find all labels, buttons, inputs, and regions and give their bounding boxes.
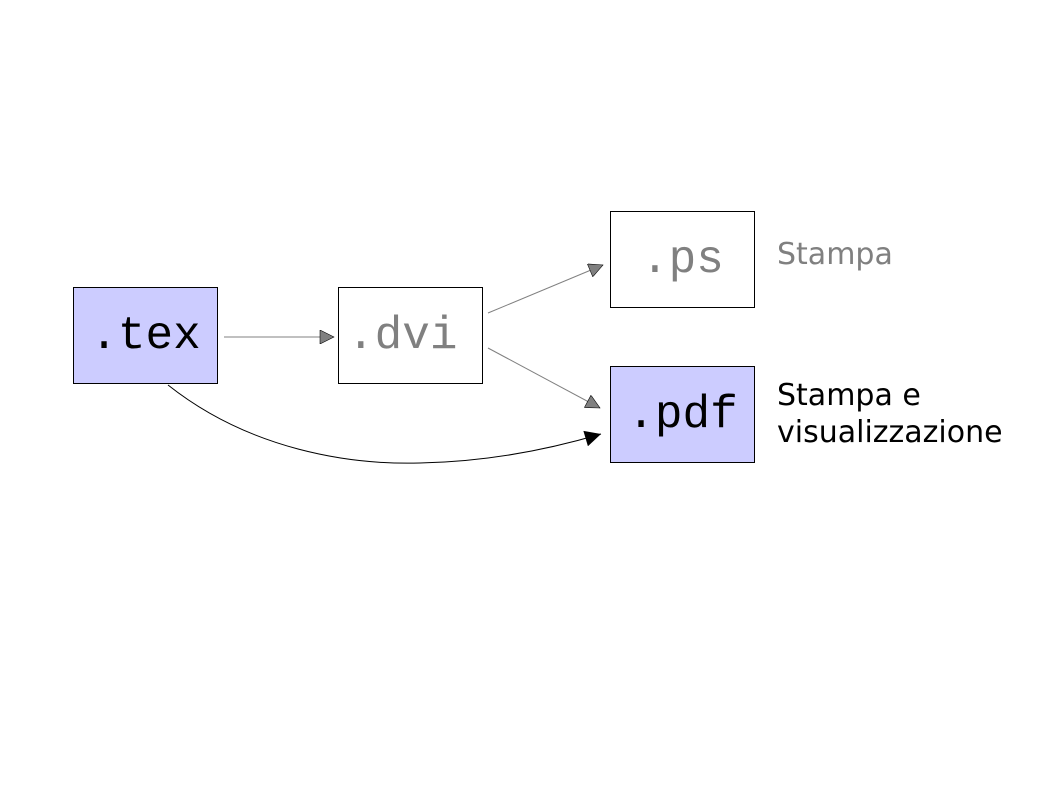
- arrow-tex-to-pdf: [167, 384, 602, 464]
- node-dvi-label: .dvi: [347, 309, 458, 362]
- pdf-caption: Stampa e visualizzazione: [777, 377, 1003, 451]
- node-tex-label: .tex: [90, 309, 201, 362]
- node-dvi: .dvi: [338, 287, 483, 384]
- ps-caption: Stampa: [777, 236, 893, 273]
- pdf-caption-line1: Stampa e: [777, 378, 921, 413]
- node-pdf-label: .pdf: [627, 388, 738, 441]
- node-ps-label: .ps: [641, 233, 724, 286]
- arrow-dvi-to-pdf: [487, 347, 600, 409]
- ps-caption-line1: Stampa: [777, 237, 893, 272]
- arrow-dvi-to-ps: [487, 265, 603, 314]
- pdf-caption-line2: visualizzazione: [777, 415, 1003, 450]
- node-tex: .tex: [73, 287, 218, 384]
- node-pdf: .pdf: [610, 366, 755, 463]
- node-ps: .ps: [610, 211, 755, 308]
